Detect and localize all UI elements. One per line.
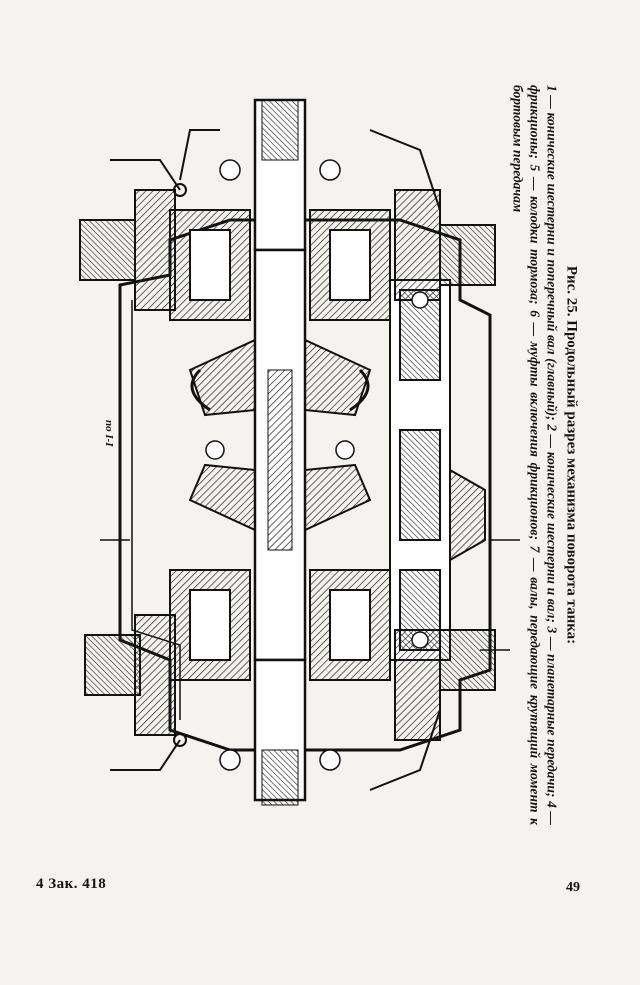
- secondary-shaft: [389, 279, 486, 661]
- brake-drums: [79, 189, 496, 741]
- main-shaft: [253, 98, 307, 806]
- page-number: 49: [566, 880, 580, 895]
- figure-caption: Рис. 25. Продольный разрез механизма пов…: [509, 85, 580, 825]
- transmission-cross-section-drawing: [79, 98, 520, 806]
- linkage-levers: [110, 129, 441, 791]
- caption-title: Рис. 25. Продольный разрез механизма пов…: [563, 265, 580, 645]
- bearings: [205, 159, 429, 771]
- section-label: по I-I: [103, 420, 115, 447]
- planetary-units: [169, 209, 391, 681]
- central-gear-block: [188, 338, 372, 532]
- print-order-mark: 4 Зак. 418: [36, 876, 107, 892]
- section-marks: [100, 539, 520, 651]
- caption-legend: 1 — конические шестерни и поперечный вал…: [511, 85, 560, 825]
